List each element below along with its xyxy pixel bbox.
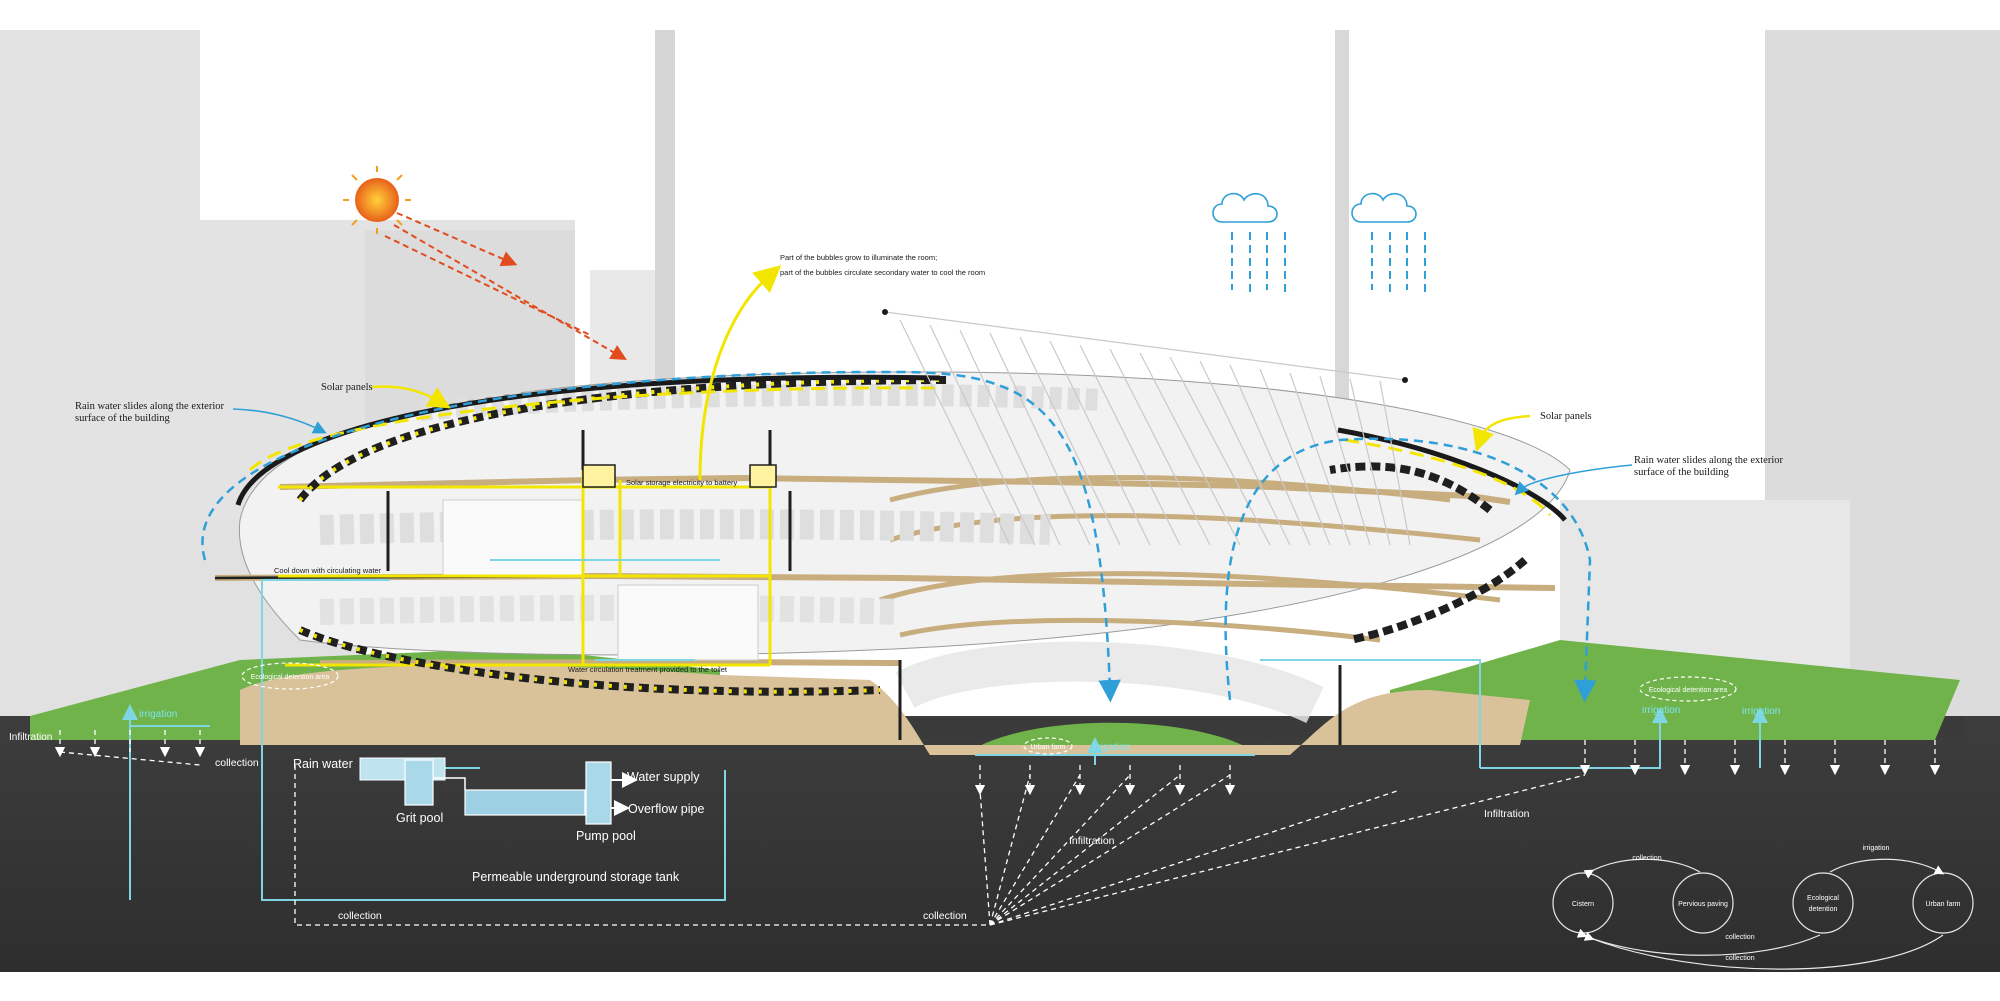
ground <box>0 710 2000 972</box>
label-irrigation-right-1: irrigation <box>1642 705 1680 716</box>
sun-icon <box>343 166 411 234</box>
label-infiltration-left: Infiltration <box>9 732 52 743</box>
cycle-label-collection-top: collection <box>1632 855 1661 862</box>
label-irrigation-left: irrigation <box>139 709 177 720</box>
cloud-icon <box>1212 192 1417 223</box>
cycle-label-ecological-1: Ecological <box>1807 895 1839 902</box>
solar-leaders <box>371 265 1531 481</box>
sun-rays <box>384 212 627 361</box>
grit-pool-tank <box>404 759 434 806</box>
label-bubbles-2: part of the bubbles circulate secondary … <box>780 268 985 277</box>
infiltration-lines <box>54 730 1941 926</box>
background-buildings <box>0 30 2000 740</box>
water-pipes <box>129 559 1761 901</box>
label-irrigation-right-2: irrigation <box>1742 706 1780 717</box>
cycle-diagram <box>1552 858 1974 970</box>
underground-tanks <box>359 757 638 825</box>
cycle-label-pervious-paving: Pervious paving <box>1678 901 1728 908</box>
building-section <box>214 309 1571 755</box>
rain-runoff-arcs <box>201 370 1597 703</box>
leader-lines <box>232 408 1633 496</box>
labels: Solar panels Solar panels Rain water sli… <box>9 253 1961 962</box>
label-irrigation-center: irrigation <box>1092 742 1130 753</box>
label-storage-tank: Permeable underground storage tank <box>472 870 680 884</box>
label-rain-right-1: Rain water slides along the exterior <box>1634 455 1783 466</box>
area-ellipses <box>241 662 1737 755</box>
label-eco-area-left: Ecological detention area <box>251 674 330 681</box>
label-collection-1: collection <box>215 757 259 769</box>
label-rain-left-1: Rain water slides along the exterior <box>75 401 224 412</box>
cycle-node-ecological-detention <box>1792 872 1854 934</box>
label-rain-right-2: surface of the building <box>1634 467 1730 478</box>
pump-pool-tank <box>585 761 612 825</box>
label-cool-down: Cool down with circulating water <box>274 566 382 575</box>
rain-drops <box>1231 232 1426 295</box>
cycle-label-ecological-2: detention <box>1809 906 1838 913</box>
cycle-node-pervious-paving <box>1672 872 1734 934</box>
cycle-label-irrigation-top: irrigation <box>1863 845 1890 852</box>
label-grit-pool: Grit pool <box>396 811 443 825</box>
cycle-label-cistern: Cistern <box>1572 901 1594 908</box>
label-water-treatment: Water circulation treatment provided to … <box>568 665 728 674</box>
storage-tank-box <box>464 789 586 816</box>
cycle-label-collection-bottom-2: collection <box>1725 955 1754 962</box>
label-overflow-pipe: Overflow pipe <box>628 802 704 816</box>
label-battery: Solar storage electricity to battery <box>626 478 738 487</box>
label-infiltration-center: Infiltration <box>1069 835 1115 847</box>
label-bubbles-1: Part of the bubbles grow to illuminate t… <box>780 253 937 262</box>
label-solar-panels-right: Solar panels <box>1540 411 1592 422</box>
irrigation-arrows <box>122 704 1768 765</box>
label-collection-2: collection <box>338 910 382 922</box>
label-rain-left-2: surface of the building <box>75 413 171 424</box>
cycle-label-collection-bottom-1: collection <box>1725 934 1754 941</box>
label-urban-farm: Urban farm <box>1030 744 1065 751</box>
label-collection-3: collection <box>923 910 967 922</box>
label-solar-panels-left: Solar panels <box>321 382 373 393</box>
label-pump-pool: Pump pool <box>576 829 636 843</box>
label-rain-water: Rain water <box>293 757 353 771</box>
label-eco-area-right: Ecological detention area <box>1649 687 1728 694</box>
label-infiltration-right: Infiltration <box>1484 808 1530 820</box>
cycle-label-urban-farm: Urban farm <box>1925 901 1960 908</box>
label-water-supply: Water supply <box>627 770 700 784</box>
